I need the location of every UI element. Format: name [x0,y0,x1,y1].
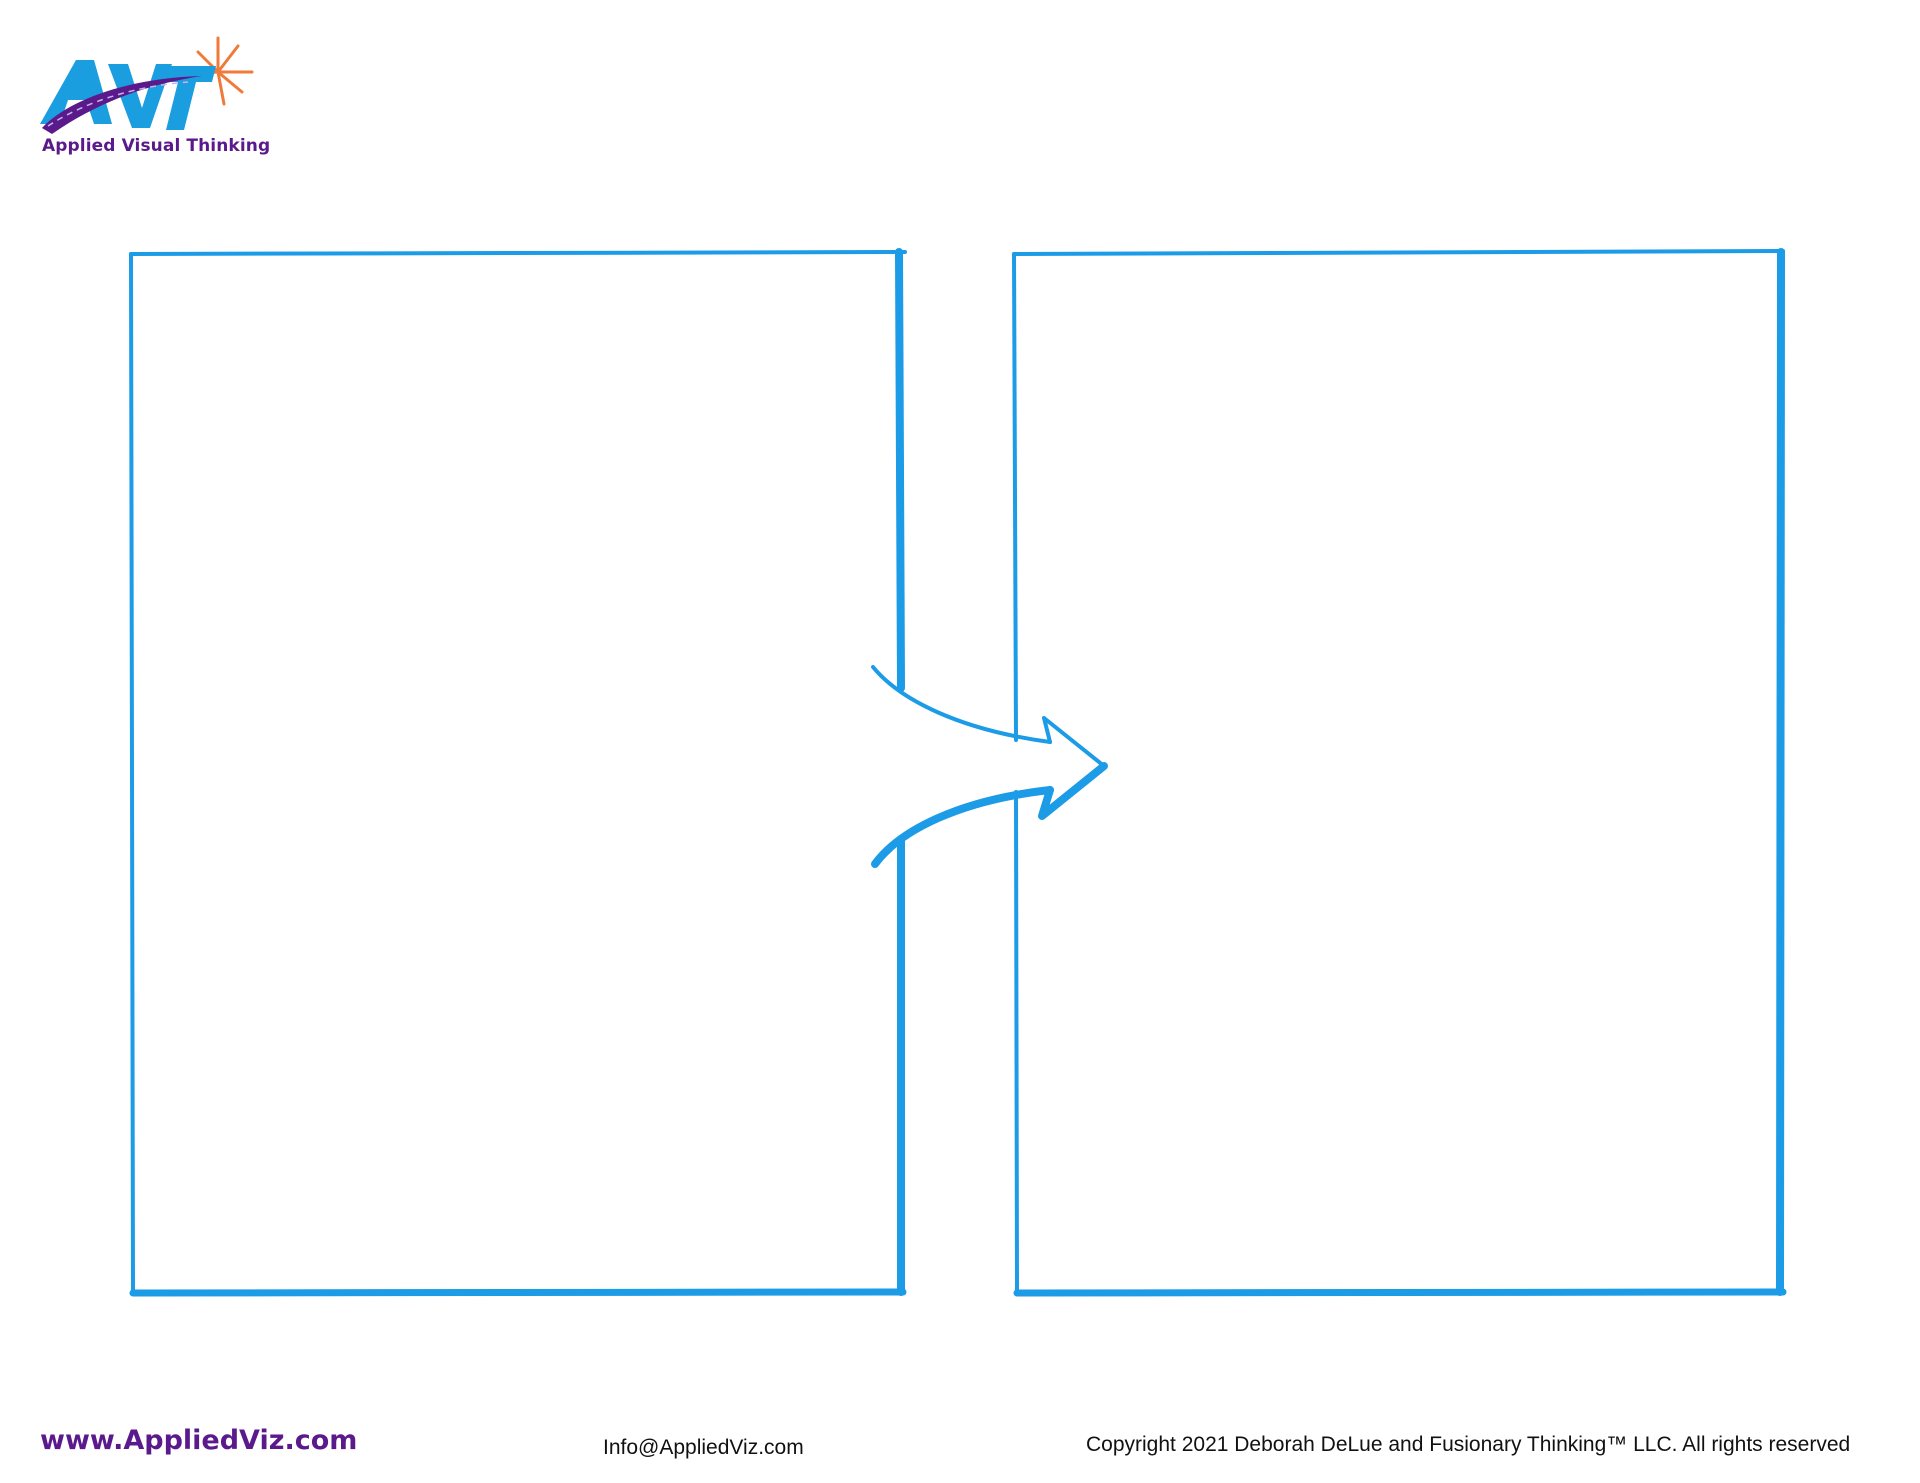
logo: Applied Visual Thinking [38,30,271,160]
right-box [1012,248,1787,1297]
footer-copyright: Copyright 2021 Deborah DeLue and Fusiona… [1086,1433,1851,1456]
left-box [129,248,907,1297]
footer-website-link[interactable]: www.AppliedViz.com [40,1425,358,1456]
footer-email-link[interactable]: Info@AppliedViz.com [603,1436,804,1459]
letter-t-icon [160,66,216,130]
logo-tagline: Applied Visual Thinking [42,136,271,156]
avt-logo-mark [40,36,254,134]
arrow [871,665,1108,868]
swoosh-icon [42,76,202,134]
